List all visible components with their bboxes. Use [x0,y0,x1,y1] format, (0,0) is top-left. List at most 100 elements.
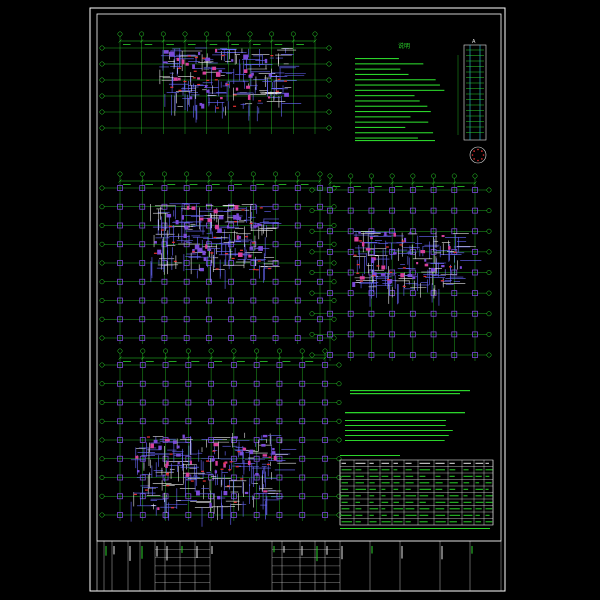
axis-bubble [368,173,374,179]
marker [386,279,390,281]
axis-bubble [410,173,416,179]
circle-rebar [481,150,483,152]
column [139,222,146,229]
table-cell-text [435,508,445,510]
table-cell-text [369,482,375,484]
column [272,278,279,285]
wall-column [184,225,189,230]
table-cell-text [405,508,415,510]
axis-bubble [309,208,315,214]
axis-bubble [254,348,260,354]
column [368,207,375,214]
wall-column [242,447,247,451]
marker [206,79,210,81]
dim-text-mark [305,361,314,362]
dimension-tick [251,179,256,183]
dimension-tick [248,39,252,43]
wall-column [236,235,240,240]
wall-column [172,440,177,444]
table-cell-text [405,469,412,471]
column [294,316,301,323]
wall-column [218,215,224,220]
column [347,228,354,235]
column [294,222,301,229]
column [117,474,123,481]
table-cell-text [435,514,446,516]
table-cell-text [463,514,473,516]
wall-column [430,267,436,272]
column [185,399,192,406]
table-cell-text [355,495,361,497]
table-cell-text [463,482,470,484]
table-cell-text [463,521,472,523]
dimension-tick [184,179,189,183]
column [162,455,169,462]
table-cell-text [463,488,469,490]
marker [190,480,194,482]
wall-column [207,248,212,252]
column [185,512,192,518]
wall-column [177,462,180,465]
column [409,269,416,276]
dim-text-mark [236,361,245,362]
column [294,185,301,191]
marker [229,461,233,463]
marker [284,80,288,82]
column [451,352,458,358]
column [430,228,437,235]
dimension-tick [390,181,394,185]
column [250,203,257,210]
wall-column [239,451,243,456]
wall-column [352,282,356,287]
axis-bubble [326,77,332,83]
axis-bubble [299,348,305,354]
axis-bubble [99,437,105,443]
wall-column [205,244,208,249]
axis-bubble [486,208,492,214]
column [389,352,396,358]
axis-bubble [331,335,337,341]
wall-column [199,102,203,106]
circle-rebar [482,154,485,156]
dim-text-mark [278,184,287,185]
axis-bubble [317,171,323,177]
column [322,474,328,481]
note-line [355,95,415,97]
column [472,228,478,235]
dimension-tick [291,39,296,43]
column [368,248,375,255]
table-cell-text [405,475,414,477]
axis-bubble [99,109,105,115]
column [272,297,279,304]
column [322,418,328,425]
table-cell-text [393,514,399,516]
wall-column [157,249,162,255]
title-block-text [283,546,285,553]
dimension-tick [183,39,187,43]
table-cell-text [355,501,361,503]
axis-bubble [139,31,145,37]
marker [448,266,452,268]
marker [233,94,237,96]
table-cell-text [405,501,414,503]
note-line [345,412,465,414]
marker [210,252,214,254]
table-cell-text [419,462,431,464]
axis-bubble [247,31,253,37]
wall-column [381,265,386,270]
column [409,310,416,317]
column [294,278,301,285]
column [472,269,478,276]
wall-column [284,92,289,97]
wall-column [424,263,429,267]
axis-bubble [99,204,105,210]
plan-right [309,173,492,395]
column [299,418,306,425]
axis-bubble [140,348,146,354]
wall-column [192,64,195,69]
table-cell-text [341,495,349,497]
wall-column [166,461,169,466]
column [161,241,168,248]
table-cell-text [341,462,346,464]
table-cell-text [381,462,390,464]
